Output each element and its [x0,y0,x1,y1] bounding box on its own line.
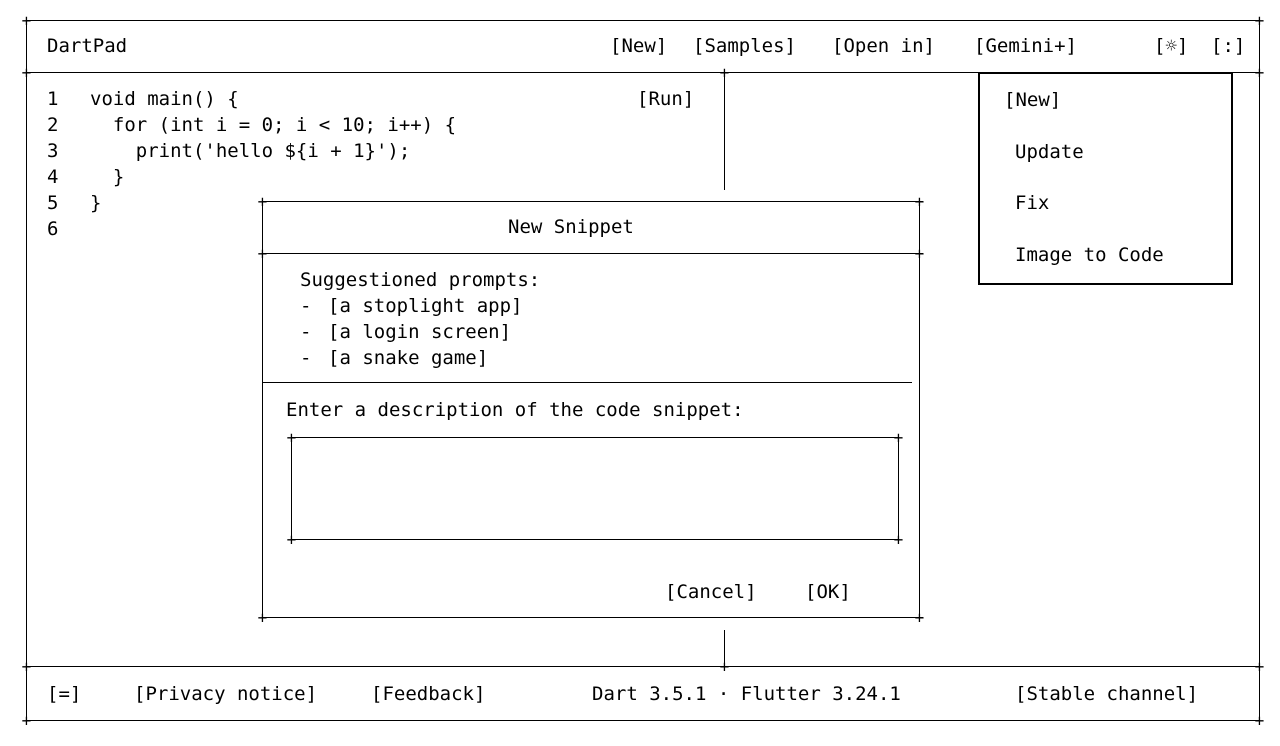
frame-left-border [26,20,27,720]
corner-plus: + [719,63,730,82]
feedback-link[interactable]: [Feedback] [371,683,486,705]
line-number: 5 [47,192,59,214]
dialog-title-divider [262,253,923,254]
frame-top-border [26,20,1259,21]
code-line[interactable]: } [90,192,102,214]
suggestion-link-login[interactable]: [a login screen] [328,321,512,343]
line-number: 6 [47,218,59,240]
corner-plus: + [257,608,268,627]
new-button[interactable]: [New] [610,35,668,57]
corner-plus: + [893,530,904,549]
menu-item-fix[interactable]: Fix [1015,192,1050,214]
code-line[interactable]: print('hello ${i + 1}'); [90,140,411,162]
corner-plus: + [914,244,925,263]
open-in-button[interactable]: [Open in] [832,35,935,57]
corner-plus: + [719,657,730,676]
ok-button[interactable]: [OK] [805,581,851,603]
corner-plus: + [257,192,268,211]
corner-plus: + [21,711,32,730]
dialog-section-divider [262,382,912,383]
description-label: Enter a description of the code snippet: [286,399,744,421]
textarea-bottom-border [291,539,898,540]
frame-right-border [1259,20,1260,720]
pane-divider-lower [724,630,725,666]
line-number: 4 [47,166,59,188]
dialog-top-border [262,201,923,202]
line-number: 1 [47,88,59,110]
more-menu-button[interactable]: [:] [1211,35,1246,57]
textarea-right-border [898,437,899,539]
footer-top-border [26,666,1259,667]
corner-plus: + [1254,63,1265,82]
line-number: 2 [47,114,59,136]
cancel-button[interactable]: [Cancel] [665,581,757,603]
code-line[interactable]: } [90,166,125,188]
menu-item-new[interactable]: [New] [1004,89,1062,111]
corner-plus: + [1254,711,1265,730]
corner-plus: + [914,608,925,627]
suggestion-link-stoplight[interactable]: [a stoplight app] [328,295,523,317]
code-line[interactable]: void main() { [90,88,239,110]
frame-bottom-border [26,720,1259,721]
suggestion-bullet: - [300,321,312,343]
pane-divider [724,72,725,190]
menu-item-update[interactable]: Update [1015,141,1084,163]
line-number: 3 [47,140,59,162]
gemini-menu: [New] Update Fix Image to Code [978,72,1233,285]
suggestion-link-snake[interactable]: [a snake game] [328,347,489,369]
new-snippet-dialog: + + + + + + New Snippet Suggestioned pro… [258,194,925,626]
menu-item-image-to-code[interactable]: Image to Code [1015,244,1164,266]
textarea-left-border [291,437,292,539]
suggestion-bullet: - [300,347,312,369]
code-line[interactable]: for (int i = 0; i < 10; i++) { [90,114,457,136]
app-title: DartPad [47,35,128,57]
corner-plus: + [286,530,297,549]
dialog-bottom-border [262,617,923,618]
run-button[interactable]: [Run] [637,88,695,110]
suggestion-bullet: - [300,295,312,317]
dialog-right-border [919,201,920,617]
corner-plus: + [286,428,297,447]
corner-plus: + [21,63,32,82]
suggestions-heading: Suggestioned prompts: [300,269,541,291]
gemini-button[interactable]: [Gemini+] [974,35,1077,57]
samples-button[interactable]: [Samples] [693,35,796,57]
version-info: Dart 3.5.1 · Flutter 3.24.1 [592,683,901,705]
footer-menu-button[interactable]: [=] [47,683,82,705]
corner-plus: + [1254,11,1265,30]
theme-toggle-button[interactable]: [☼] [1154,35,1189,57]
dialog-title: New Snippet [508,216,634,238]
corner-plus: + [257,244,268,263]
privacy-notice-link[interactable]: [Privacy notice] [134,683,318,705]
description-textarea[interactable]: + + + + [287,430,904,548]
textarea-top-border [291,437,898,438]
corner-plus: + [21,11,32,30]
corner-plus: + [914,192,925,211]
corner-plus: + [21,657,32,676]
header-bottom-border [26,72,1259,73]
channel-button[interactable]: [Stable channel] [1015,683,1199,705]
dialog-left-border [262,201,263,617]
corner-plus: + [893,428,904,447]
corner-plus: + [1254,657,1265,676]
